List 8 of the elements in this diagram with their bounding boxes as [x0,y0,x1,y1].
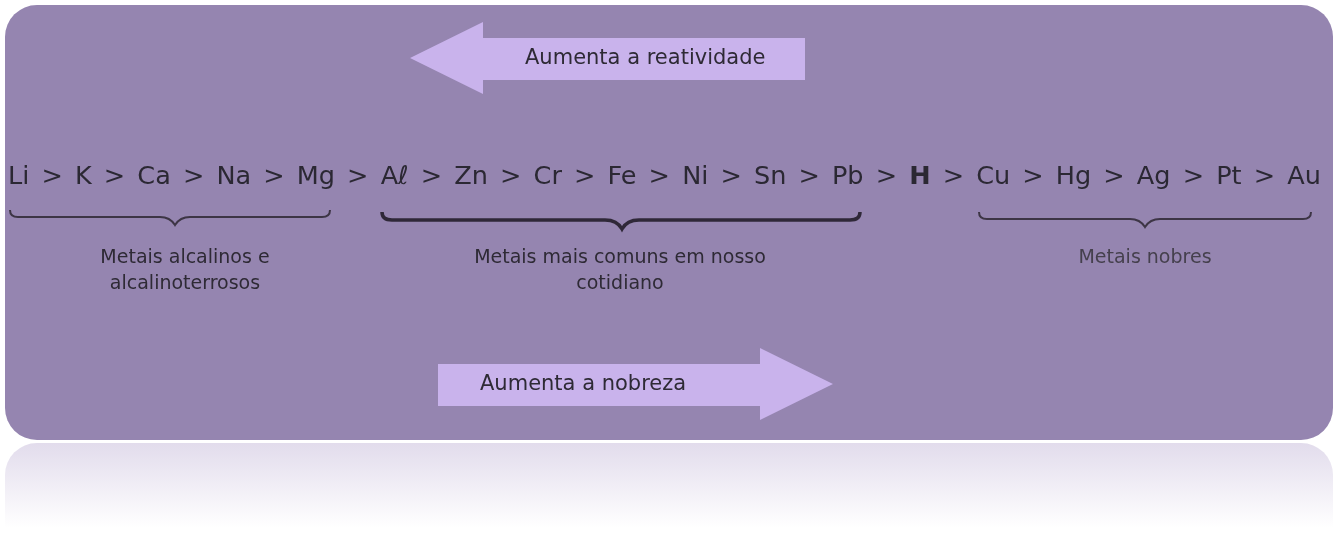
group-label: Metais nobres [1077,244,1213,269]
direction-arrow [438,348,833,420]
arrow-label: Aumenta a reatividade [525,45,766,69]
direction-arrow [410,22,805,94]
arrow-label: Aumenta a nobreza [480,371,687,395]
reactivity-series: Li > K > Ca > Na > Mg > Aℓ > Zn > Cr > Fe > Ni > Sn > Pb > H > Cu > Hg > Ag > Pt > Au [8,160,1321,190]
group-label: Metais alcalinos e alcalinoterrosos [99,244,271,295]
group-label: Metais mais comuns em nosso cotidiano [473,244,767,295]
